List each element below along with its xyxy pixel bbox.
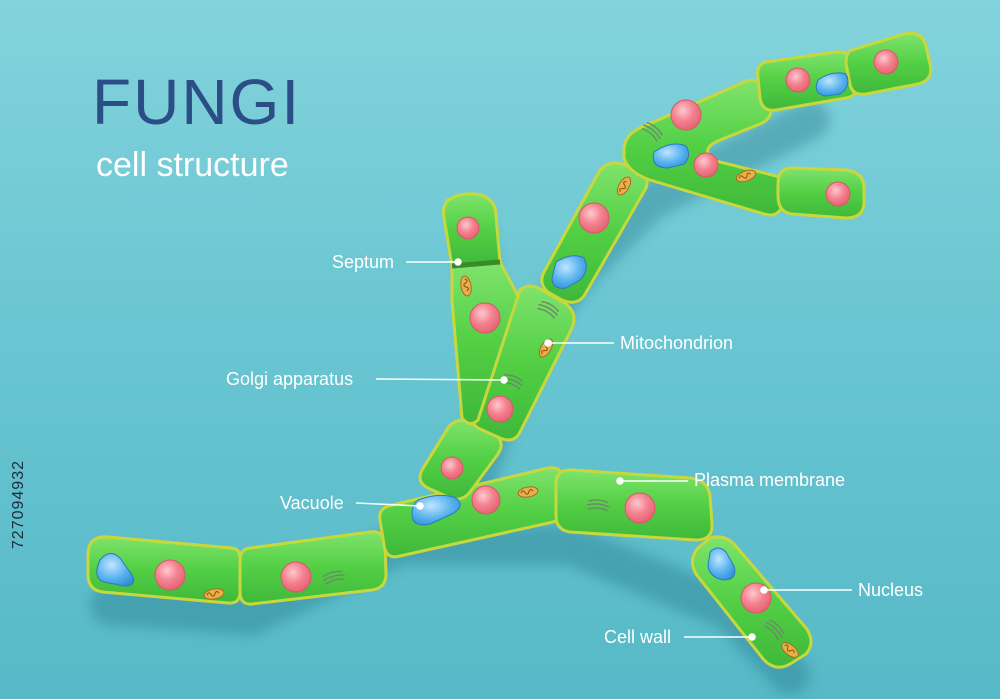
label-golgi-apparatus: Golgi apparatus (226, 369, 354, 389)
nucleus-shape (469, 302, 501, 334)
vacuole-shape (96, 553, 135, 587)
nucleus-shape (154, 559, 186, 591)
nucleus-shape (670, 99, 702, 131)
vacuole-shape (551, 255, 587, 289)
vacuole-shape (815, 72, 849, 97)
nucleus-shape (280, 561, 312, 593)
cell-2 (238, 530, 388, 606)
vacuoles (96, 72, 849, 587)
label-vacuole: Vacuole (280, 493, 344, 513)
nucleus-shape (785, 67, 811, 93)
nucleus-shape (624, 492, 656, 524)
nucleus-shape (471, 485, 501, 515)
nucleus-shape (578, 202, 610, 234)
page-subtitle: cell structure (96, 146, 289, 184)
nucleus-shape (693, 152, 719, 178)
label-cell-wall: Cell wall (604, 627, 672, 647)
label-septum: Septum (332, 252, 395, 272)
leader-lines (355, 258, 852, 641)
label-mitochondrion: Mitochondrion (620, 333, 734, 353)
nucleus-shape (486, 395, 514, 423)
label-plasma-membrane: Plasma membrane (694, 470, 846, 490)
septum-line (451, 259, 501, 269)
vacuole-shape (411, 494, 461, 526)
vacuole-shape (652, 143, 690, 169)
stock-id: 727094932 (10, 460, 27, 550)
vacuole-shape (707, 547, 736, 581)
cell-9 (450, 260, 520, 425)
cell-12 (776, 166, 866, 220)
nucleus-shape (440, 456, 464, 480)
nucleus-shape (873, 49, 899, 75)
nucleus-shape (456, 216, 480, 240)
nuclei (154, 49, 899, 614)
nucleus-shape (825, 181, 851, 207)
label-nucleus: Nucleus (858, 580, 924, 600)
page-title: FUNGI (92, 66, 302, 138)
